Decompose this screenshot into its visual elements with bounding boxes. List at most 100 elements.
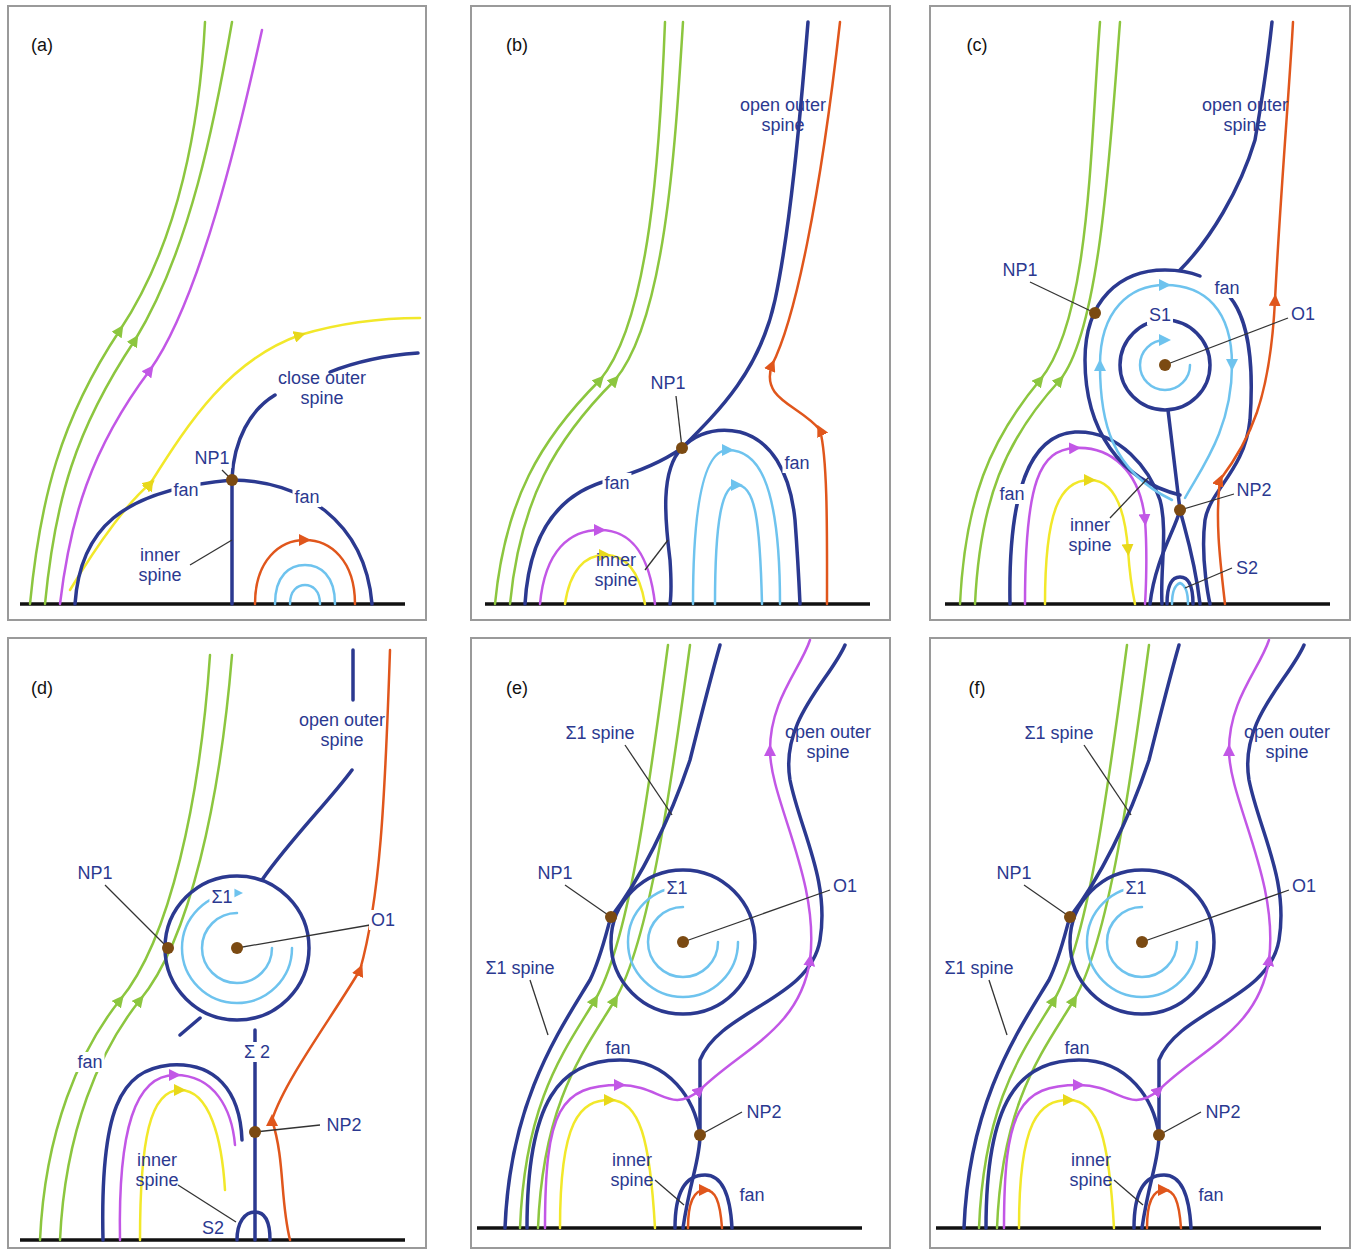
field-line (510, 22, 683, 604)
field-line (538, 645, 690, 1228)
field-line (1100, 285, 1232, 500)
svg-rect (471, 638, 890, 1248)
svg-rect (8, 6, 426, 620)
leader-line (645, 540, 668, 570)
field-label: NP1 (1000, 260, 1039, 280)
separatrix-line (1180, 22, 1272, 270)
field-line (60, 655, 232, 1240)
field-label: fan (782, 453, 811, 473)
leader-line (565, 885, 611, 917)
null-point (611, 870, 755, 1014)
field-label: inner spine (1059, 1150, 1123, 1190)
field-label: fan (292, 487, 321, 507)
leader-line (1165, 318, 1288, 365)
field-label: Σ1 (209, 887, 234, 907)
field-label: NP2 (744, 1102, 783, 1122)
separatrix-line (1010, 432, 1164, 604)
photosphere-line (20, 602, 405, 606)
panel-letter: (b) (504, 35, 530, 55)
leader-line (1180, 494, 1234, 510)
separatrix-line (525, 448, 682, 604)
field-line (628, 887, 738, 997)
field-label: open outer spine (290, 710, 394, 750)
null-point (1120, 320, 1210, 410)
field-line (693, 450, 780, 604)
leader-line (625, 745, 672, 815)
field-line (182, 893, 292, 1003)
separatrix-line (180, 1018, 200, 1035)
field-line (202, 913, 272, 983)
field-label: O1 (1290, 876, 1318, 896)
null-point (1174, 504, 1186, 516)
separatrix-line (1150, 510, 1200, 604)
photosphere-line (20, 1238, 405, 1242)
null-point (226, 474, 238, 486)
field-line (1172, 583, 1188, 604)
separatrix-line (675, 1175, 732, 1228)
separatrix-line (682, 22, 808, 448)
field-line (290, 585, 320, 604)
field-label: NP1 (535, 863, 574, 883)
field-label: Σ1 spine (1022, 723, 1095, 743)
field-line (688, 1190, 722, 1228)
field-label: open outer spine (731, 95, 835, 135)
field-line (715, 485, 762, 604)
null-point (165, 876, 309, 1020)
photosphere-line (477, 1226, 862, 1230)
svg-rect (930, 638, 1350, 1248)
field-label: fan (1196, 1185, 1225, 1205)
svg-rect (8, 638, 426, 1248)
field-label: NP1 (648, 373, 687, 393)
photosphere-line (945, 602, 1330, 606)
null-point (231, 942, 243, 954)
null-point (677, 936, 689, 948)
field-label: inner spine (1058, 515, 1122, 555)
null-point (162, 942, 174, 954)
panel-letter: (e) (504, 678, 530, 698)
field-line (540, 530, 655, 604)
field-label: NP2 (1234, 480, 1273, 500)
photosphere-line (485, 602, 870, 606)
panel-b (485, 22, 870, 604)
field-label: fan (1062, 1038, 1091, 1058)
field-label: NP1 (192, 448, 231, 468)
field-label: fan (171, 480, 200, 500)
field-line (255, 540, 355, 604)
separatrix-line (666, 448, 682, 604)
leader-line (105, 885, 168, 948)
field-label: S2 (1234, 558, 1260, 578)
field-label: S1 (1147, 305, 1173, 325)
leader-line (255, 1125, 320, 1132)
field-label: Σ1 spine (563, 723, 636, 743)
field-label: Σ 2 (242, 1042, 272, 1062)
field-label: Σ1 spine (942, 958, 1015, 978)
null-point (1159, 359, 1171, 371)
separatrix-line (232, 395, 275, 604)
leader-line (1030, 282, 1095, 313)
field-line (495, 22, 665, 604)
separatrix-line (103, 1065, 242, 1240)
panel-c (945, 22, 1330, 604)
field-label: Σ1 (664, 878, 689, 898)
field-line (70, 318, 420, 590)
null-point (694, 1129, 706, 1141)
panel-frames (8, 6, 1350, 1248)
field-label: fan (602, 473, 631, 493)
field-line (1045, 480, 1135, 604)
svg-rect (471, 6, 890, 620)
field-line (545, 640, 811, 1228)
field-label: NP1 (75, 863, 114, 883)
separatrix-line (1168, 410, 1180, 510)
field-label: close outer spine (268, 368, 377, 408)
field-label: NP2 (324, 1115, 363, 1135)
field-line (1140, 340, 1190, 390)
field-label: Σ1 spine (483, 958, 556, 978)
field-label: open outer spine (776, 722, 880, 762)
leader-line (655, 1180, 684, 1205)
separatrix-line (611, 645, 720, 917)
panel-letter: (d) (29, 678, 55, 698)
field-label: NP1 (994, 863, 1033, 883)
panel-letter: (c) (965, 35, 990, 55)
